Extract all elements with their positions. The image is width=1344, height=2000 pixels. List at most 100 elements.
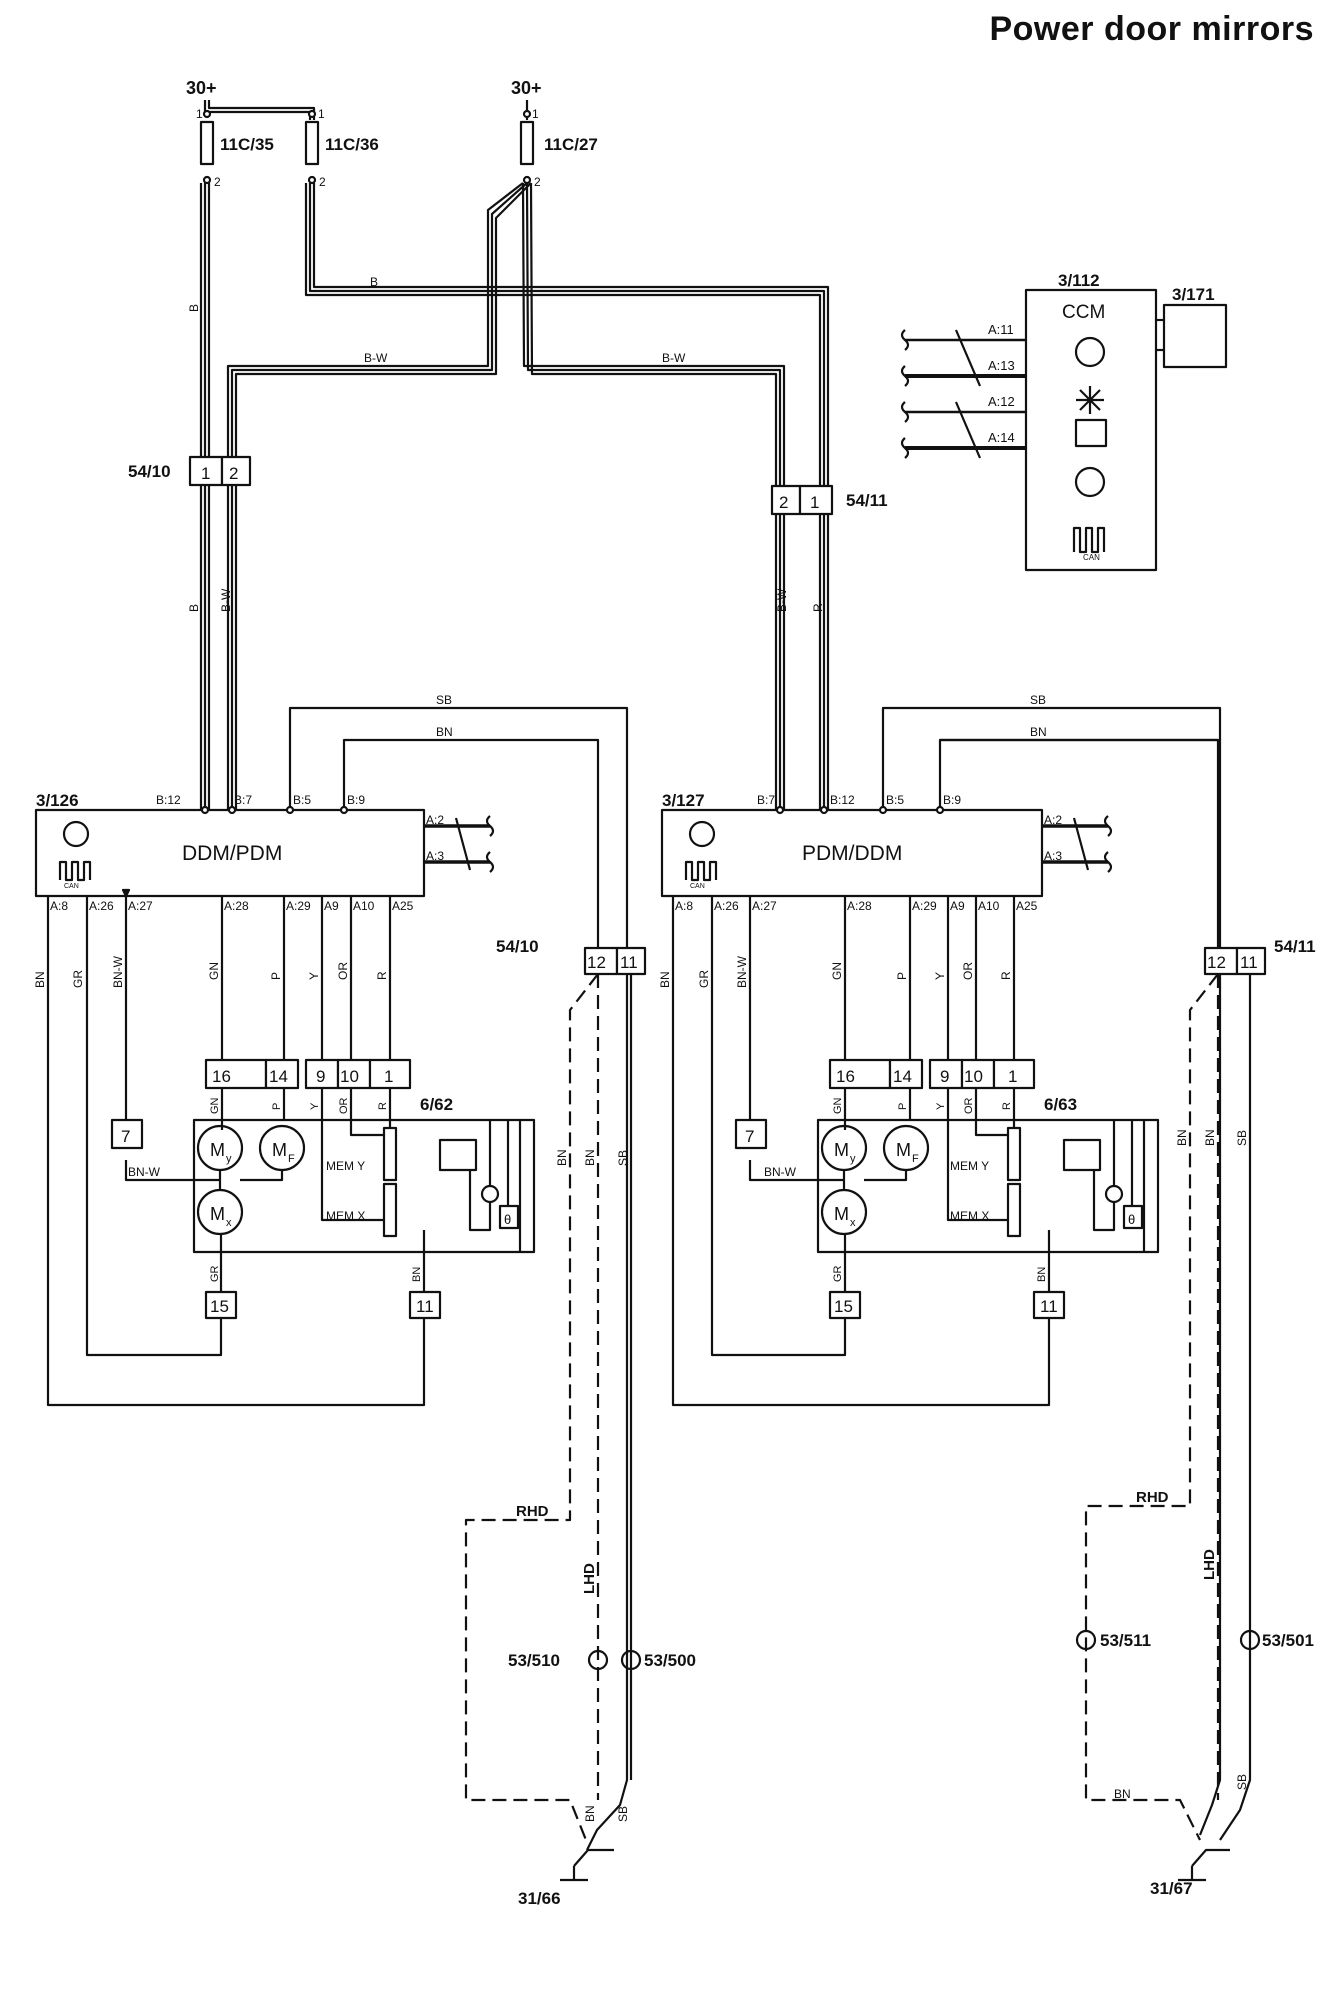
ccm-id: 3/112 [1058, 271, 1100, 290]
wire-label: BN [1114, 1787, 1131, 1801]
module-3-127 [660, 706, 1222, 1836]
snowflake-icon [1076, 386, 1104, 414]
module-pin: A:2 [1044, 813, 1062, 827]
wire-label: GN [830, 962, 844, 980]
wire-label: BN [33, 971, 47, 988]
wire-label: GR [209, 1265, 221, 1282]
wire-label: B-W [219, 588, 233, 612]
ccm-pin: A:13 [988, 358, 1015, 373]
mirror-pin: 7 [745, 1127, 754, 1146]
ccm-side-component: 3/171 [1172, 285, 1215, 304]
connector-pin: 1 [810, 493, 819, 512]
module-pin: B:12 [156, 793, 181, 807]
mem-y-label: MEM Y [950, 1159, 989, 1173]
wire-label: GN [207, 962, 221, 980]
rhd-label: RHD [1136, 1489, 1169, 1506]
wire-label: GR [71, 970, 85, 988]
motor-sub: F [288, 1153, 295, 1165]
module-pin: A10 [978, 899, 1000, 913]
motor-sub: y [850, 1153, 856, 1165]
rhd-label: RHD [516, 1503, 549, 1520]
wire-label: OR [963, 1097, 975, 1114]
fuse-pin: 1 [318, 107, 325, 121]
wire-label: B-W [662, 351, 686, 365]
fuse-pin: 1 [196, 107, 203, 121]
wire-label: SB [1235, 1130, 1249, 1146]
can-icon [1072, 526, 1106, 554]
motor-sub: x [850, 1217, 856, 1229]
wire-label: BN [411, 1267, 423, 1282]
lhd-label: LHD [1201, 1549, 1218, 1580]
k-icon [62, 820, 90, 848]
splice-53-501 [1239, 1629, 1261, 1651]
ccm-name: CCM [1062, 302, 1105, 323]
splice-53-510 [587, 1649, 609, 1671]
wire-label: R [999, 971, 1013, 980]
connector-54-10-pin2 [220, 455, 252, 487]
module-pin: A:3 [1044, 849, 1062, 863]
module-id: 3/127 [662, 791, 705, 810]
wire-label: GR [697, 970, 711, 988]
module-pin: A9 [324, 899, 339, 913]
module-pin: B:7 [234, 793, 252, 807]
module-pin: B:9 [943, 793, 961, 807]
lhd-label: LHD [581, 1563, 598, 1594]
mirror-conn-pin: 16 [212, 1067, 231, 1086]
module-pin: A:3 [426, 849, 444, 863]
ground-label: 31/66 [518, 1889, 561, 1908]
wire-label: P [895, 972, 909, 980]
motor-sub: y [226, 1153, 232, 1165]
mirror-conn-pin: 10 [340, 1067, 359, 1086]
connector-54-11-pin1 [798, 484, 834, 516]
mirror-conn-pin: 14 [893, 1067, 912, 1086]
k-icon [688, 820, 716, 848]
fuse-label: 11C/27 [544, 135, 598, 154]
splice-53-500 [620, 1649, 642, 1671]
wire-label: BN [658, 971, 672, 988]
mirror-conn-pin: 10 [964, 1067, 983, 1086]
wire-label: BN [583, 1805, 597, 1822]
mirror-id: 6/63 [1044, 1095, 1077, 1114]
motor-label: M [834, 1204, 849, 1224]
module-pin: A:28 [847, 899, 872, 913]
wire-label: SB [616, 1806, 630, 1822]
module-pin: B:5 [293, 793, 311, 807]
k-icon [1074, 466, 1106, 498]
mirror-6-63 [734, 1058, 1160, 1344]
wire-label: SB [436, 693, 452, 707]
wire-label: R [375, 971, 389, 980]
fuse-area [199, 100, 535, 185]
fan-speed-icon [1074, 336, 1106, 368]
module-name: DDM/PDM [182, 842, 282, 865]
fuse-label: 11C/36 [325, 135, 379, 154]
module-pin: A:29 [286, 899, 311, 913]
connector-label: 54/10 [496, 937, 539, 956]
mem-x-label: MEM X [326, 1209, 365, 1223]
wire-label: Y [309, 1102, 321, 1110]
connector-54-11-pin2 [770, 484, 802, 516]
fuse-11c-36 [304, 120, 320, 166]
motor-label: M [272, 1140, 287, 1160]
module-pin: B:9 [347, 793, 365, 807]
wire-label: BN-W [128, 1165, 161, 1179]
mirror-pin: 7 [121, 1127, 130, 1146]
wire-label: R [377, 1102, 389, 1110]
mirror-conn-pin: 9 [940, 1067, 949, 1086]
splice-label: 53/500 [644, 1651, 696, 1670]
wire-label: P [271, 1103, 283, 1110]
mem-y-label: MEM Y [326, 1159, 365, 1173]
can-label: CAN [64, 883, 79, 890]
connector-pin: 12 [1207, 953, 1226, 972]
ccm-module [900, 288, 1228, 572]
ground-label: 31/67 [1150, 1879, 1193, 1898]
module-pin: A25 [392, 899, 414, 913]
wire-label: SB [616, 1150, 630, 1166]
can-label: CAN [690, 883, 705, 890]
module-pin: A:26 [714, 899, 739, 913]
fuse-pin: 2 [319, 175, 326, 189]
fuse-11c-35 [199, 120, 215, 166]
component-3-171 [1162, 303, 1228, 369]
motor-label: M [210, 1204, 225, 1224]
module-pin: A10 [353, 899, 375, 913]
wire-label: BN-W [111, 955, 125, 988]
